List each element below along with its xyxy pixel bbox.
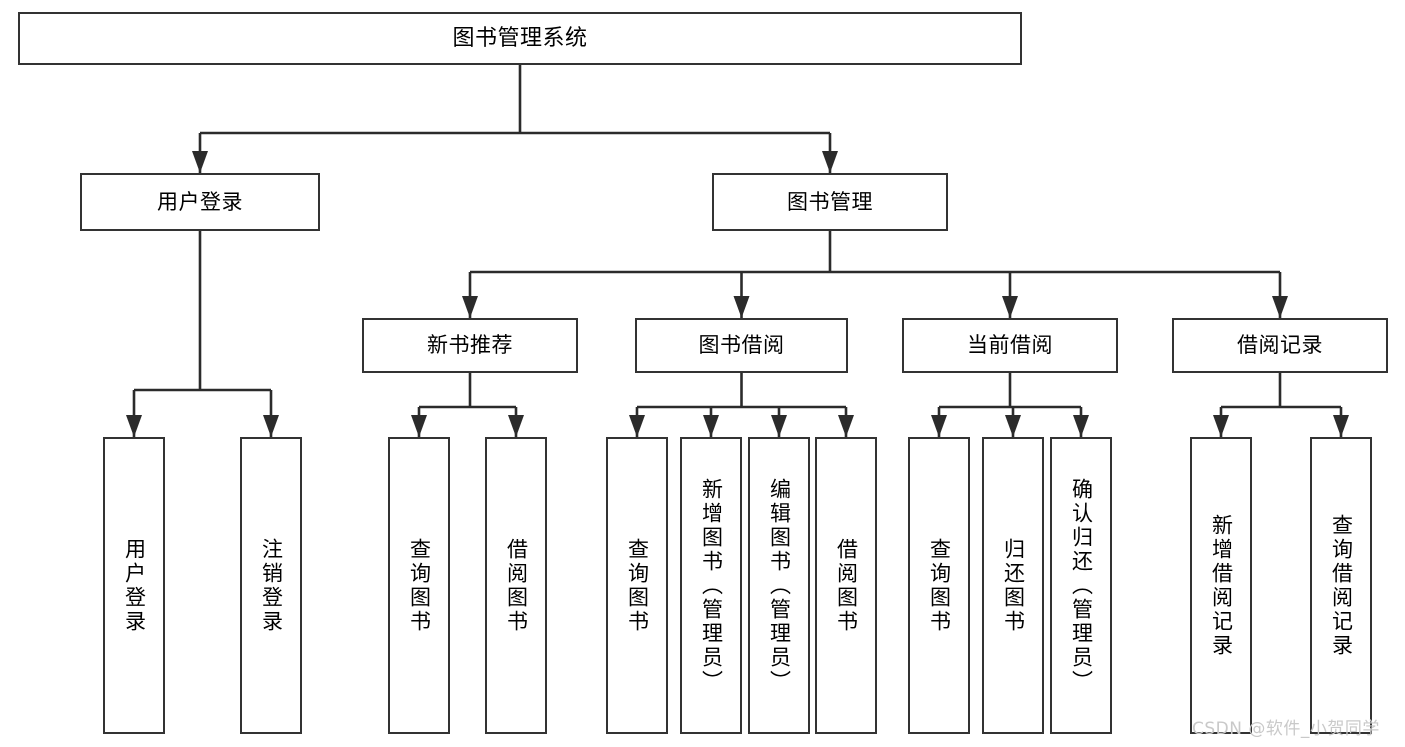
arrowhead-icon bbox=[771, 415, 787, 437]
node-label: 查询图书 bbox=[407, 537, 432, 634]
arrowhead-icon bbox=[703, 415, 719, 437]
node-leaf-borrow-book-1[interactable]: 借阅图书 bbox=[485, 437, 547, 734]
arrowhead-icon bbox=[1073, 415, 1089, 437]
node-leaf-logout[interactable]: 注销登录 bbox=[240, 437, 302, 734]
node-label: 查询图书 bbox=[927, 537, 952, 634]
arrowhead-icon bbox=[508, 415, 524, 437]
node-leaf-query-book-3[interactable]: 查询图书 bbox=[908, 437, 970, 734]
node-label: 归还图书 bbox=[1001, 537, 1026, 634]
node-l2-borrow-record[interactable]: 借阅记录 bbox=[1172, 318, 1388, 373]
node-label: 借阅记录 bbox=[1237, 333, 1323, 358]
node-leaf-add-book[interactable]: 新增图书（管理员） bbox=[680, 437, 742, 734]
arrowhead-icon bbox=[263, 415, 279, 437]
node-leaf-user-login[interactable]: 用户登录 bbox=[103, 437, 165, 734]
arrowhead-icon bbox=[629, 415, 645, 437]
node-label: 借阅图书 bbox=[834, 537, 859, 634]
watermark-text: CSDN @软件_小贺同学 bbox=[1192, 719, 1380, 739]
arrowhead-icon bbox=[1213, 415, 1229, 437]
node-label: 查询借阅记录 bbox=[1329, 513, 1354, 658]
node-leaf-query-record[interactable]: 查询借阅记录 bbox=[1310, 437, 1372, 734]
node-label: 确认归还（管理员） bbox=[1069, 477, 1094, 694]
node-l2-book-borrow[interactable]: 图书借阅 bbox=[635, 318, 848, 373]
node-label: 图书借阅 bbox=[698, 333, 785, 358]
arrowhead-icon bbox=[126, 415, 142, 437]
node-label: 用户登录 bbox=[122, 537, 147, 634]
node-root[interactable]: 图书管理系统 bbox=[18, 12, 1022, 65]
arrowhead-icon bbox=[1333, 415, 1349, 437]
node-leaf-confirm-return[interactable]: 确认归还（管理员） bbox=[1050, 437, 1112, 734]
node-label: 新增图书（管理员） bbox=[699, 477, 724, 694]
node-label: 新书推荐 bbox=[427, 333, 513, 358]
node-label: 新增借阅记录 bbox=[1209, 513, 1234, 658]
node-leaf-query-book-2[interactable]: 查询图书 bbox=[606, 437, 668, 734]
node-leaf-borrow-book-2[interactable]: 借阅图书 bbox=[815, 437, 877, 734]
node-leaf-return-book[interactable]: 归还图书 bbox=[982, 437, 1044, 734]
arrowhead-icon bbox=[733, 296, 750, 318]
node-label: 编辑图书（管理员） bbox=[767, 477, 792, 694]
arrowhead-icon bbox=[838, 415, 854, 437]
node-label: 图书管理 bbox=[787, 189, 873, 214]
arrowhead-icon bbox=[1005, 415, 1021, 437]
node-label: 查询图书 bbox=[625, 537, 650, 634]
node-l1-user-login[interactable]: 用户登录 bbox=[80, 173, 320, 231]
node-label: 借阅图书 bbox=[504, 537, 529, 634]
arrowhead-icon bbox=[822, 151, 838, 173]
arrowhead-icon bbox=[931, 415, 947, 437]
node-l1-book-manage[interactable]: 图书管理 bbox=[712, 173, 948, 231]
node-label: 注销登录 bbox=[259, 537, 284, 634]
node-l2-new-book-rec[interactable]: 新书推荐 bbox=[362, 318, 578, 373]
node-label: 图书管理系统 bbox=[452, 25, 588, 51]
node-leaf-add-record[interactable]: 新增借阅记录 bbox=[1190, 437, 1252, 734]
arrowhead-icon bbox=[462, 296, 478, 318]
node-l2-current-borrow[interactable]: 当前借阅 bbox=[902, 318, 1118, 373]
node-label: 当前借阅 bbox=[967, 333, 1053, 358]
node-label: 用户登录 bbox=[157, 189, 243, 214]
arrowhead-icon bbox=[1002, 296, 1018, 318]
node-leaf-query-book-1[interactable]: 查询图书 bbox=[388, 437, 450, 734]
node-leaf-edit-book[interactable]: 编辑图书（管理员） bbox=[748, 437, 810, 734]
arrowhead-icon bbox=[192, 151, 208, 173]
arrowhead-icon bbox=[1272, 296, 1288, 318]
arrowhead-icon bbox=[411, 415, 427, 437]
